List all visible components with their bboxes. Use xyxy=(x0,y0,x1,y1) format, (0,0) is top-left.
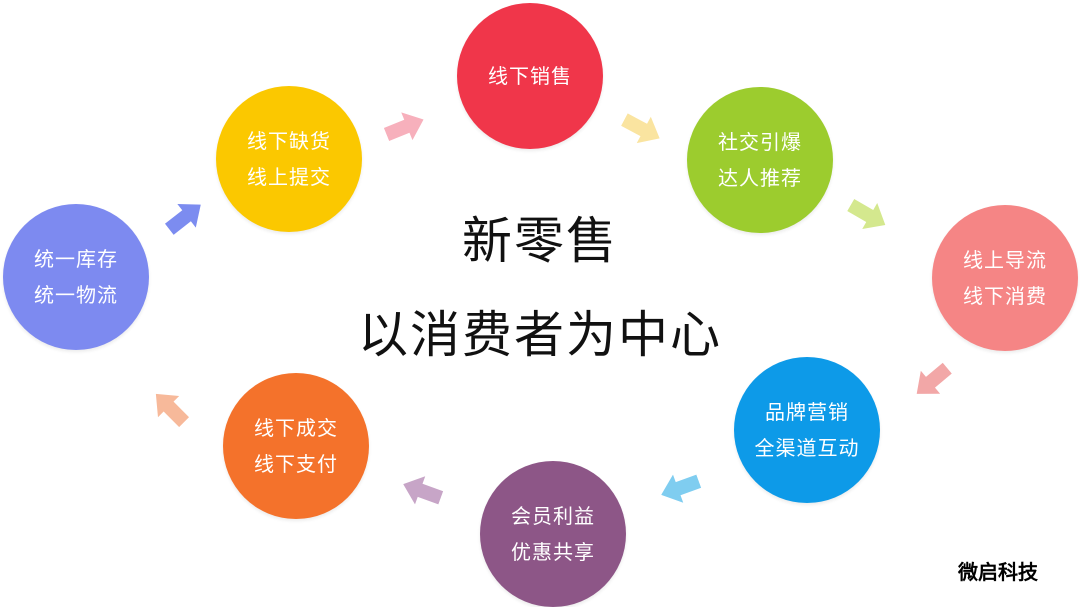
node-out-of-stock: 线下缺货 线上提交 xyxy=(216,86,362,232)
node-line: 线上提交 xyxy=(247,165,331,189)
arrow-icon xyxy=(656,467,704,509)
node-line: 线下消费 xyxy=(963,284,1047,308)
arrow-icon xyxy=(381,106,429,149)
node-line: 统一物流 xyxy=(34,283,118,307)
node-line: 线下成交 xyxy=(254,416,338,440)
arrow-icon xyxy=(617,106,666,151)
arrow-icon xyxy=(907,357,957,406)
node-line: 品牌营销 xyxy=(765,400,849,424)
node-line: 会员利益 xyxy=(511,504,595,528)
node-line: 社交引爆 xyxy=(718,130,802,154)
node-inventory: 统一库存 统一物流 xyxy=(3,204,149,350)
node-line: 线下销售 xyxy=(488,64,572,88)
center-subtitle: 以消费者为中心 xyxy=(358,306,722,364)
arrow-icon xyxy=(145,383,194,432)
node-offline-sales: 线下销售 xyxy=(457,3,603,149)
node-brand-marketing: 品牌营销 全渠道互动 xyxy=(734,357,880,503)
node-offline-deal: 线下成交 线下支付 xyxy=(223,373,369,519)
node-line: 统一库存 xyxy=(34,247,118,271)
arrow-icon xyxy=(398,470,446,512)
node-line: 优惠共享 xyxy=(511,540,595,564)
node-line: 线下支付 xyxy=(254,452,338,476)
node-social: 社交引爆 达人推荐 xyxy=(687,87,833,233)
node-membership: 会员利益 优惠共享 xyxy=(480,461,626,607)
center-title: 新零售 xyxy=(462,212,618,270)
node-line: 线下缺货 xyxy=(247,129,331,153)
brand-watermark: 微启科技 xyxy=(958,560,1038,584)
node-line: 线上导流 xyxy=(963,248,1047,272)
node-line: 全渠道互动 xyxy=(754,436,860,460)
arrow-icon xyxy=(160,193,210,241)
node-online-traffic: 线上导流 线下消费 xyxy=(932,205,1078,351)
node-line: 达人推荐 xyxy=(718,166,802,190)
arrow-icon xyxy=(843,192,893,238)
